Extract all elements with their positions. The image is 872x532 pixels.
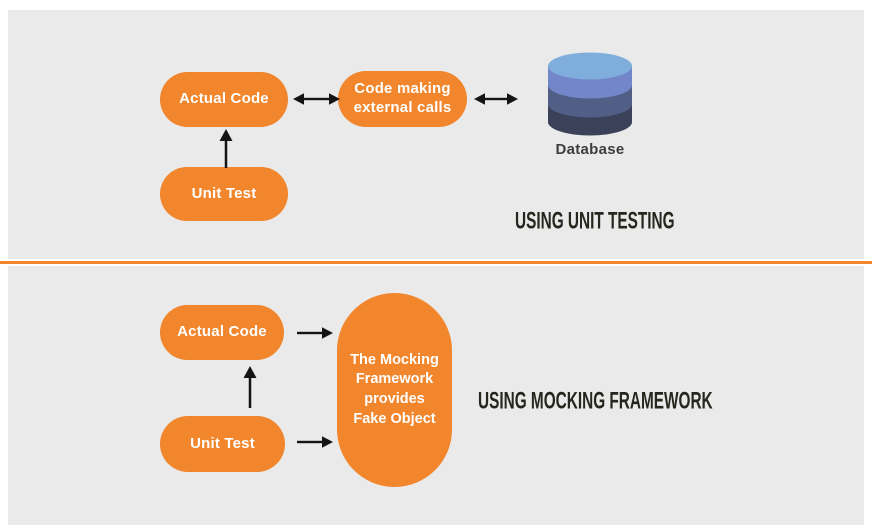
actual-code-node-top: Actual Code	[160, 72, 288, 127]
arrow-up-icon	[243, 366, 257, 408]
unit-testing-panel	[8, 10, 864, 261]
actual-code-node-bottom: Actual Code	[160, 305, 284, 360]
arrow-up-icon	[219, 129, 233, 168]
external-calls-node: Code making external calls	[338, 71, 467, 127]
unit-test-node-top: Unit Test	[160, 167, 288, 221]
divider-orange-line	[0, 261, 872, 264]
database-icon	[548, 52, 632, 136]
arrow-right-icon	[297, 436, 333, 448]
section-divider	[0, 259, 872, 266]
unit-test-node-bottom: Unit Test	[160, 416, 285, 472]
mocking-framework-node: The Mocking Framework provides Fake Obje…	[337, 293, 452, 487]
arrow-right-icon	[297, 327, 333, 339]
section-heading-unit-testing: USING UNIT TESTING	[515, 207, 675, 235]
database-label: Database	[555, 141, 625, 158]
section-heading-mocking-framework: USING MOCKING FRAMEWORK	[478, 387, 713, 415]
arrow-left-right-icon	[474, 93, 518, 105]
database-node: Database	[544, 51, 636, 158]
arrow-left-right-icon	[293, 93, 340, 105]
